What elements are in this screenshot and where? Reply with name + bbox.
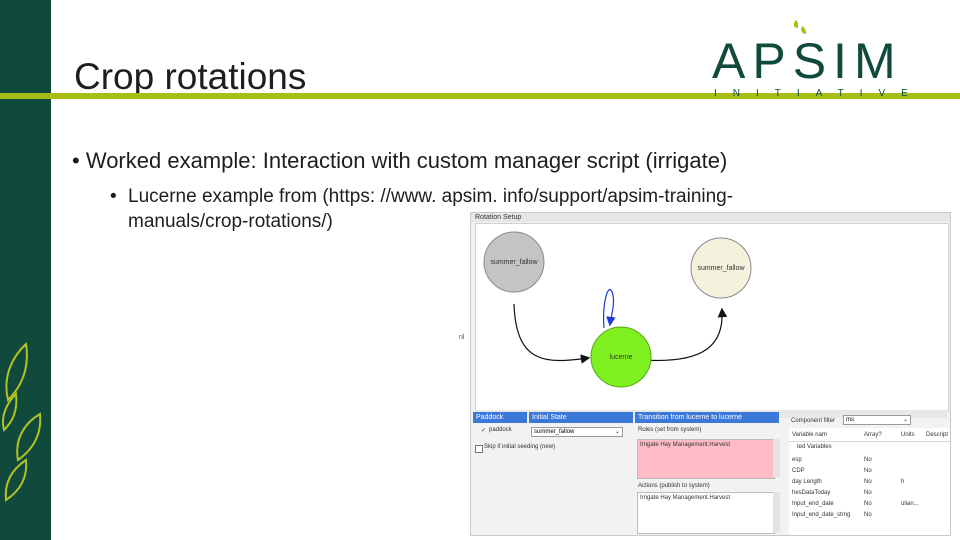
table-row-name[interactable]: CDP bbox=[792, 468, 805, 474]
actions-label: Actions (publish to system) bbox=[638, 483, 710, 489]
bullet-sub-text: Lucerne example from (https: //www. apsi… bbox=[128, 186, 734, 232]
bullet-sub: • Lucerne example from (https: //www. ap… bbox=[110, 184, 852, 234]
logo-wordmark: APSIM bbox=[712, 33, 903, 89]
rules-label: Rules (set from system) bbox=[638, 427, 702, 433]
table-row-name[interactable]: Input_end_date bbox=[792, 501, 834, 507]
component-filter-value: ms bbox=[846, 417, 854, 423]
node-summer-fallow-1[interactable]: summer_fallow bbox=[483, 231, 545, 293]
column-header[interactable]: Descript bbox=[926, 432, 949, 438]
rules-textarea[interactable]: Irrigate Hay Management.Harvest bbox=[637, 439, 775, 479]
group-label: ted Variables bbox=[797, 444, 832, 450]
rules-value: Irrigate Hay Management.Harvest bbox=[640, 442, 731, 448]
table-row-array: No bbox=[864, 479, 872, 485]
node-lucerne[interactable]: lucerne bbox=[590, 326, 652, 388]
initial-state-select[interactable]: summer_fallow bbox=[531, 427, 623, 437]
node-summer-fallow-2[interactable]: summer_fallow bbox=[690, 237, 752, 299]
initial-state-value: summer_fallow bbox=[534, 429, 575, 435]
paddock-header: Paddock bbox=[473, 412, 527, 423]
rules-scrollbar[interactable] bbox=[773, 439, 780, 477]
table-row-array: No bbox=[864, 512, 872, 518]
bullet-glyph: • bbox=[110, 186, 117, 207]
logo-subtitle: INITIATIVE bbox=[714, 88, 924, 99]
cropped-label-fragment: nl bbox=[459, 334, 465, 341]
table-row-units: h bbox=[901, 479, 905, 485]
node-label: summer_fallow bbox=[697, 265, 745, 272]
table-row-name[interactable]: hesDataToday bbox=[792, 490, 831, 496]
slide-title: Crop rotations bbox=[74, 56, 307, 97]
column-header[interactable]: Units bbox=[901, 432, 915, 438]
apsim-logo: APSIM INITIATIVE bbox=[712, 18, 908, 100]
skip-seeding-label: Skip if initial seeding (new) bbox=[484, 444, 556, 450]
node-label: lucerne bbox=[610, 354, 633, 361]
transition-header: Transition from lucerne to lucerne bbox=[635, 412, 779, 423]
rotation-diagram-canvas[interactable]: summer_fallow summer_fallow lucerne bbox=[475, 223, 949, 411]
table-row-units: ulian... bbox=[901, 501, 919, 507]
bullet-main: • Worked example: Interaction with custo… bbox=[72, 148, 727, 174]
component-filter-label: Component filter bbox=[791, 418, 836, 424]
table-row-array: No bbox=[864, 457, 872, 463]
chevron-down-icon: ⌄ bbox=[903, 417, 909, 423]
edge-lucerne-to-fallow bbox=[641, 307, 728, 362]
table-row-name[interactable]: esp bbox=[792, 457, 802, 463]
variables-table: Variable nam Array? Units Descript ted V… bbox=[789, 428, 950, 535]
bullet-main-text: Worked example: Interaction with custom … bbox=[85, 148, 728, 173]
actions-textarea[interactable]: Irrigate Hay Management.Harvest bbox=[637, 492, 775, 534]
table-row-name[interactable]: Input_end_date_strng bbox=[792, 512, 851, 518]
node-label: summer_fallow bbox=[490, 259, 538, 266]
actions-value: Irrigate Hay Management.Harvest bbox=[640, 495, 731, 501]
column-header[interactable]: Array? bbox=[864, 432, 882, 438]
header-divider bbox=[789, 441, 950, 442]
rotation-diagram: summer_fallow summer_fallow lucerne bbox=[483, 231, 752, 388]
rotation-setup-screenshot: Rotation Setup summer_fallow summer_fall… bbox=[470, 212, 951, 536]
window-title: Rotation Setup bbox=[471, 213, 950, 222]
chevron-down-icon: ⌄ bbox=[615, 429, 621, 435]
table-row-array: No bbox=[864, 490, 872, 496]
edge-lucerne-self-loop bbox=[603, 289, 616, 329]
paddock-item[interactable]: paddock bbox=[489, 427, 512, 433]
table-row-array: No bbox=[864, 468, 872, 474]
leaf-decoration-icon bbox=[2, 341, 42, 502]
initial-state-header: Initial State bbox=[529, 412, 633, 423]
column-header[interactable]: Variable nam bbox=[792, 432, 827, 438]
title-rule bbox=[0, 93, 960, 99]
skip-seeding-checkbox[interactable] bbox=[475, 445, 483, 453]
logo-leaf-icon bbox=[793, 20, 806, 34]
table-row-name[interactable]: day Length bbox=[792, 479, 822, 485]
component-filter-select[interactable]: ms bbox=[843, 415, 911, 425]
table-row-array: No bbox=[864, 501, 872, 507]
actions-scrollbar[interactable] bbox=[773, 492, 780, 532]
edge-fallow-to-lucerne bbox=[513, 303, 591, 364]
paddock-checkmark-icon: ✓ bbox=[481, 428, 487, 434]
left-sidebar-band bbox=[0, 0, 51, 540]
bullet-glyph: • bbox=[72, 148, 80, 173]
